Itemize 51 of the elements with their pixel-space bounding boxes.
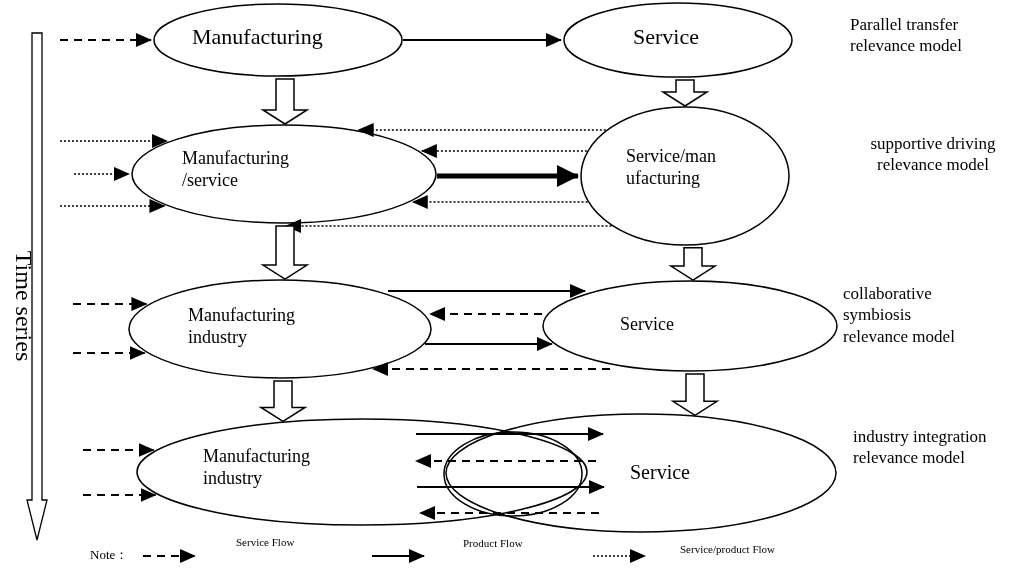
arrow [72, 297, 148, 311]
model-label: Note： [90, 547, 130, 564]
block-arrow [258, 380, 308, 423]
arrow [285, 219, 613, 233]
ellipse-node [445, 413, 837, 533]
arrow [73, 167, 130, 181]
legend-label: Product Flow [463, 536, 523, 551]
axis-label: Time series [10, 249, 38, 364]
node-label: Service [620, 314, 675, 336]
node-label: Manufacturing /service [182, 148, 290, 192]
node-label: Service [630, 460, 691, 484]
ellipse-node [563, 2, 793, 78]
block-arrow [660, 79, 710, 107]
block-arrow [668, 247, 718, 281]
model-label: Parallel transfer relevance model [850, 14, 963, 57]
arrow [402, 33, 562, 47]
ellipse-node [542, 280, 838, 372]
node-label: Manufacturing industry [188, 305, 296, 349]
node-label: Manufacturing [192, 24, 324, 51]
arrow [72, 346, 146, 360]
arrow [59, 134, 169, 148]
arrow [59, 199, 166, 213]
arrow [357, 123, 607, 137]
arrow [411, 195, 589, 209]
arrow [372, 362, 611, 376]
block-arrow [670, 373, 720, 417]
node-label: Manufacturing industry [203, 446, 311, 490]
ellipse-node [153, 3, 403, 77]
model-label: industry integration relevance model [853, 426, 988, 469]
block-arrow [260, 78, 310, 125]
node-label: Service [633, 24, 700, 51]
arrow [415, 454, 597, 468]
node-label: Service/man ufacturing [626, 146, 717, 190]
block-arrow [260, 225, 310, 280]
arrow [387, 284, 586, 298]
legend-label: Service/product Flow [680, 542, 775, 557]
model-label: supportive driving relevance model [869, 133, 997, 176]
ellipse-node [131, 124, 437, 224]
model-label: collaborative symbiosis relevance model [843, 283, 956, 347]
arrow [82, 488, 157, 502]
ellipse-node [136, 418, 588, 526]
arrow [436, 165, 579, 187]
arrow [429, 307, 543, 321]
ellipse-node [128, 279, 432, 379]
arrow [59, 33, 152, 47]
arrow [416, 480, 605, 494]
arrow [424, 337, 553, 351]
arrow [420, 144, 588, 158]
legend-label: Service Flow [236, 535, 295, 550]
arrow [82, 443, 155, 457]
ellipse-node [580, 106, 790, 246]
